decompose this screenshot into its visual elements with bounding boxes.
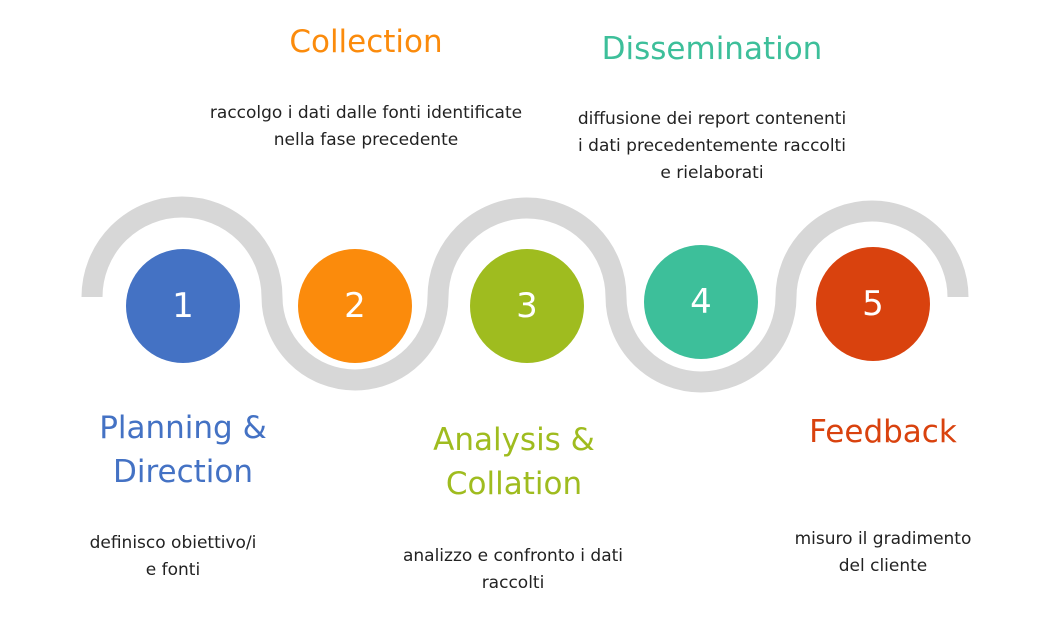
step-description-line: i dati precedentemente raccolti xyxy=(578,136,846,156)
step-number-3: 3 xyxy=(516,286,538,326)
step-description-line: e rielaborati xyxy=(660,163,764,183)
step-description-dissemination: diffusione dei report contenenti i dati … xyxy=(542,106,882,187)
step-title-feedback: Feedback xyxy=(783,410,983,454)
step-description-analysis-collation: analizzo e confronto i dati raccolti xyxy=(363,543,663,597)
step-marker-1: 1 xyxy=(126,249,240,363)
step-title-line: Planning & xyxy=(99,410,267,446)
step-title-line: Analysis & xyxy=(433,422,595,458)
step-marker-2: 2 xyxy=(298,249,412,363)
step-circle-4 xyxy=(644,245,758,359)
step-title-analysis-collation: Analysis & Collation xyxy=(389,418,639,506)
step-title-planning-direction: Planning & Direction xyxy=(58,406,308,494)
wave-connector xyxy=(81,196,969,393)
step-description-line: del cliente xyxy=(838,556,928,576)
step-title-dissemination: Dissemination xyxy=(587,27,837,71)
step-title-line: Direction xyxy=(112,454,254,490)
step-description-line: nella fase precedente xyxy=(273,130,459,150)
step-description-line: definisco obiettivo/i xyxy=(89,533,257,553)
step-description-line: raccolgo i dati dalle fonti identificate xyxy=(209,103,523,123)
step-title-line: Feedback xyxy=(809,414,957,450)
step-circle-5 xyxy=(816,247,930,361)
step-title-line: Collection xyxy=(289,24,443,60)
step-description-line: analizzo e confronto i dati xyxy=(402,546,624,566)
step-number-5: 5 xyxy=(862,284,884,324)
step-number-2: 2 xyxy=(344,286,366,326)
step-description-line: raccolti xyxy=(481,573,545,593)
step-description-collection: raccolgo i dati dalle fonti identificate… xyxy=(176,100,556,154)
step-circle-1 xyxy=(126,249,240,363)
step-number-4: 4 xyxy=(690,282,712,322)
step-title-line: Dissemination xyxy=(601,31,823,67)
step-number-1: 1 xyxy=(172,286,194,326)
step-description-feedback: misuro il gradimento del cliente xyxy=(763,526,1003,580)
step-description-line: diffusione dei report contenenti xyxy=(577,109,847,129)
step-description-planning-direction: definisco obiettivo/i e fonti xyxy=(48,530,298,584)
step-description-line: e fonti xyxy=(145,560,201,580)
step-marker-3: 3 xyxy=(470,249,584,363)
step-circle-3 xyxy=(470,249,584,363)
step-marker-4: 4 xyxy=(644,245,758,359)
step-circle-2 xyxy=(298,249,412,363)
step-title-line: Collation xyxy=(445,466,583,502)
step-description-line: misuro il gradimento xyxy=(794,529,972,549)
step-title-collection: Collection xyxy=(266,20,466,64)
step-marker-5: 5 xyxy=(816,247,930,361)
